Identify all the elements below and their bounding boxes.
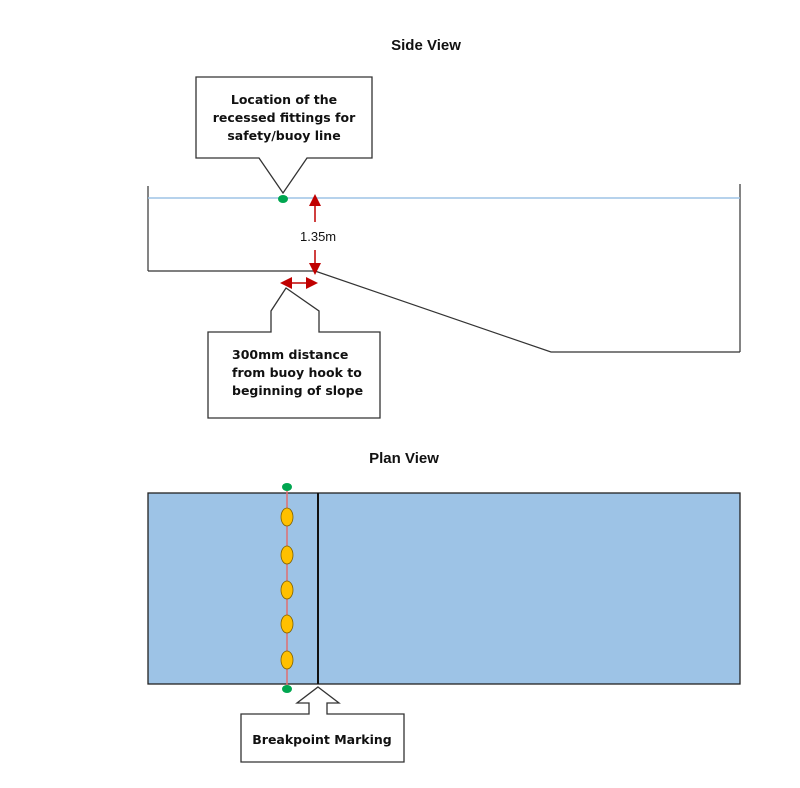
buoy-hook-top bbox=[282, 483, 292, 491]
fittings-callout-line: safety/buoy line bbox=[227, 128, 341, 143]
slope-callout-line: 300mm distance bbox=[232, 347, 349, 362]
breakpoint-callout-box bbox=[240, 686, 405, 763]
slope-callout-line: beginning of slope bbox=[232, 383, 364, 398]
buoy-float bbox=[280, 580, 294, 600]
fittings-callout-text: Location of the recessed fittings for sa… bbox=[198, 91, 370, 145]
buoy-float bbox=[280, 507, 294, 527]
depth-label: 1.35m bbox=[300, 229, 337, 244]
fittings-callout-box bbox=[195, 76, 373, 195]
fittings-callout-line: Location of the bbox=[230, 92, 338, 107]
plan-view-title: Plan View bbox=[369, 450, 439, 467]
buoy-hook-bottom bbox=[282, 685, 292, 693]
fittings-callout-line: recessed fittings for bbox=[212, 110, 356, 125]
side-view bbox=[147, 76, 741, 419]
pool-floor bbox=[148, 270, 740, 353]
buoy-hook-side bbox=[278, 195, 288, 203]
slope-callout-box bbox=[207, 287, 381, 419]
plan-view bbox=[147, 483, 741, 763]
slope-callout-text: 300mm distance from buoy hook to beginni… bbox=[210, 346, 378, 400]
buoy-float bbox=[280, 614, 294, 634]
side-view-title: Side View bbox=[391, 37, 461, 54]
breakpoint-callout-text: Breakpoint Marking bbox=[252, 732, 392, 747]
buoy-float bbox=[280, 650, 294, 670]
slope-callout-line: from buoy hook to bbox=[232, 365, 362, 380]
pool-plan bbox=[147, 492, 741, 685]
buoy-float bbox=[280, 545, 294, 565]
